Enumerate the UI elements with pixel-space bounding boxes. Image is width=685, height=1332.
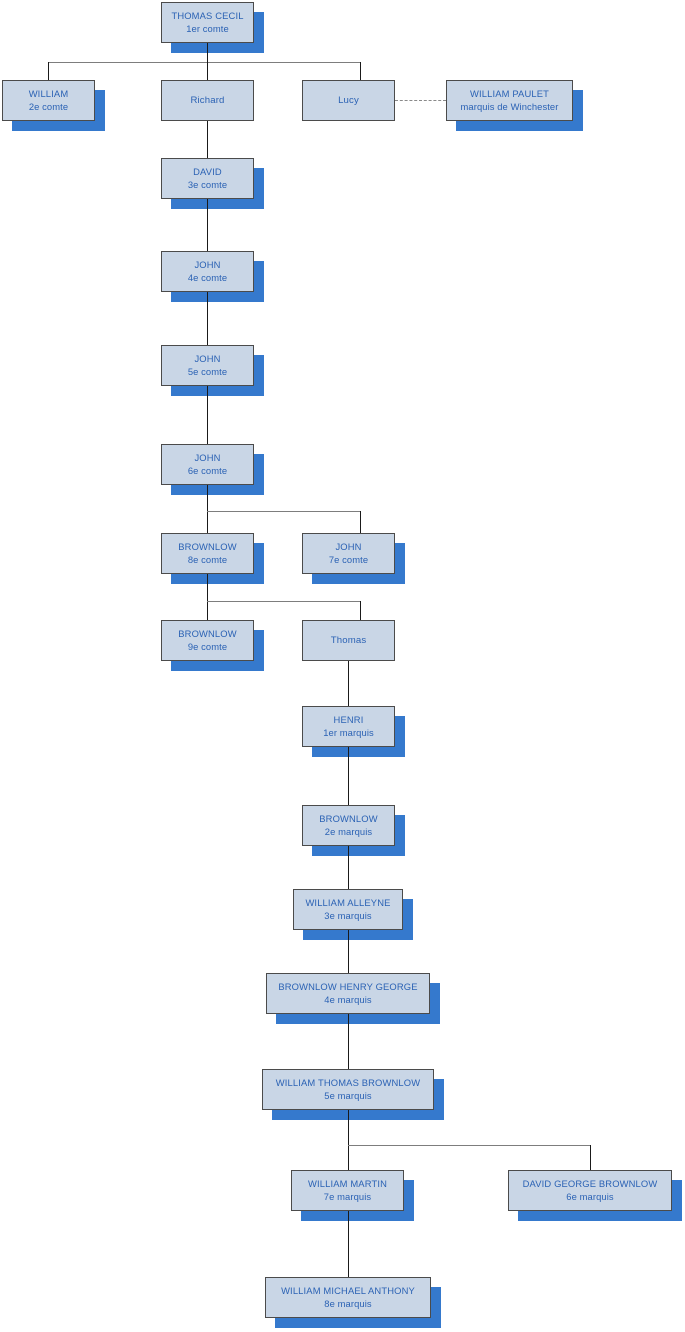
node-lucy[interactable]: Lucy — [302, 80, 395, 121]
node-title: 3e comte — [187, 178, 228, 190]
connector-v — [207, 43, 208, 62]
node-name: HENRI — [333, 713, 364, 725]
node-name: WILLIAM THOMAS BROWNLOW — [275, 1076, 421, 1088]
connector-v — [590, 1145, 591, 1170]
connector-v — [348, 846, 349, 889]
connector-dash — [395, 100, 446, 101]
connector-v — [360, 62, 361, 80]
node-name: Thomas — [330, 634, 367, 646]
node-title: 2e marquis — [324, 825, 373, 837]
node-title: 1er marquis — [323, 726, 374, 738]
node-name: THOMAS CECIL — [171, 9, 244, 21]
connector-v — [348, 661, 349, 706]
connector-v — [207, 292, 208, 345]
node-name: WILLIAM MICHAEL ANTHONY — [281, 1284, 415, 1296]
connector-v — [348, 1014, 349, 1069]
node-title: 3e marquis — [324, 909, 372, 921]
node-richard[interactable]: Richard — [161, 80, 254, 121]
node-title: 1er comte — [186, 22, 229, 34]
node-name: Richard — [190, 94, 225, 106]
node-name: DAVID GEORGE BROWNLOW — [522, 1177, 658, 1189]
connector-h — [207, 511, 360, 512]
connector-h — [348, 1145, 590, 1146]
node-title: 6e marquis — [566, 1190, 614, 1202]
node-name: BROWNLOW HENRY GEORGE — [278, 980, 418, 992]
node-title: 5e marquis — [324, 1089, 372, 1101]
node-name: WILLIAM ALLEYNE — [305, 896, 391, 908]
node-title: 8e comte — [187, 553, 228, 565]
node-title: 7e comte — [328, 553, 369, 565]
node-title: 9e comte — [187, 640, 228, 652]
connector-v — [360, 511, 361, 533]
connector-v — [348, 930, 349, 973]
node-thomas[interactable]: Thomas — [302, 620, 395, 661]
node-title: 7e marquis — [323, 1190, 372, 1202]
node-name: JOHN — [335, 540, 362, 552]
node-name: JOHN — [194, 258, 221, 270]
connector-v — [360, 601, 361, 620]
node-name: JOHN — [194, 451, 221, 463]
node-name: BROWNLOW — [178, 627, 237, 639]
node-name: WILLIAM MARTIN — [307, 1177, 388, 1189]
connector-v — [348, 747, 349, 805]
connector-v — [207, 574, 208, 620]
node-title: 6e comte — [187, 464, 228, 476]
connector-h — [207, 601, 360, 602]
node-name: BROWNLOW — [319, 812, 378, 824]
connector-v — [207, 485, 208, 533]
node-name: BROWNLOW — [178, 540, 237, 552]
node-title: 4e marquis — [324, 993, 372, 1005]
connector-v — [207, 386, 208, 444]
node-title: 4e comte — [187, 271, 228, 283]
node-name: WILLIAM PAULET — [469, 87, 550, 99]
connector-v — [207, 121, 208, 158]
connector-v — [207, 62, 208, 80]
node-name: Lucy — [338, 94, 359, 106]
node-name: DAVID — [193, 165, 222, 177]
node-name: JOHN — [194, 352, 221, 364]
connector-v — [207, 199, 208, 251]
node-title: marquis de Winchester — [460, 100, 559, 112]
connector-v — [48, 62, 49, 80]
connector-v — [348, 1110, 349, 1170]
node-title: 2e comte — [28, 100, 69, 112]
node-title: 5e comte — [187, 365, 228, 377]
connector-h — [48, 62, 360, 63]
connector-v — [348, 1211, 349, 1277]
node-title: 8e marquis — [324, 1297, 372, 1309]
node-name: WILLIAM — [28, 87, 69, 99]
